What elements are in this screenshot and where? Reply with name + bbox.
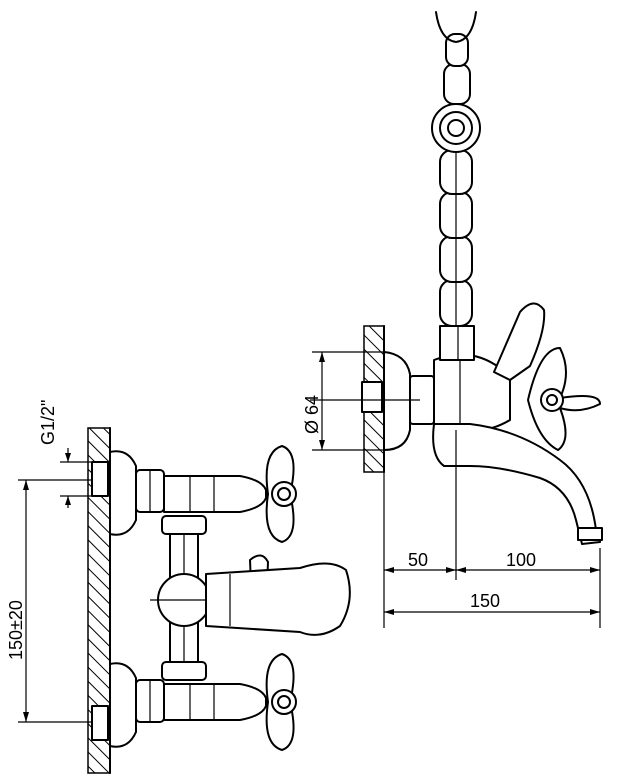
side-view: Ø 64 50 100 150 [302,11,603,628]
center-distance-label: 150±20 [6,600,26,660]
bottom-connector [91,662,165,748]
rosette [361,351,435,451]
dim-50-label: 50 [408,550,428,570]
shower-column [431,11,481,361]
center-distance-dimension: 150±20 [6,479,92,723]
thread-dimension: G1/2" [38,400,92,508]
thread-label: G1/2" [38,400,58,445]
horizontal-dimensions: 50 100 150 [383,430,601,628]
mixer-body-front [150,515,351,681]
top-connector [91,450,165,536]
top-valve [163,445,297,543]
spout-side [432,423,603,545]
dim-150-label: 150 [470,591,500,611]
mixer-body-side [433,302,601,451]
dim-100-label: 100 [506,550,536,570]
front-view: G1/2" 150±20 [6,400,351,774]
diameter-label: Ø 64 [302,395,322,434]
bottom-valve [163,653,297,751]
diameter-dimension: Ø 64 [302,351,420,451]
